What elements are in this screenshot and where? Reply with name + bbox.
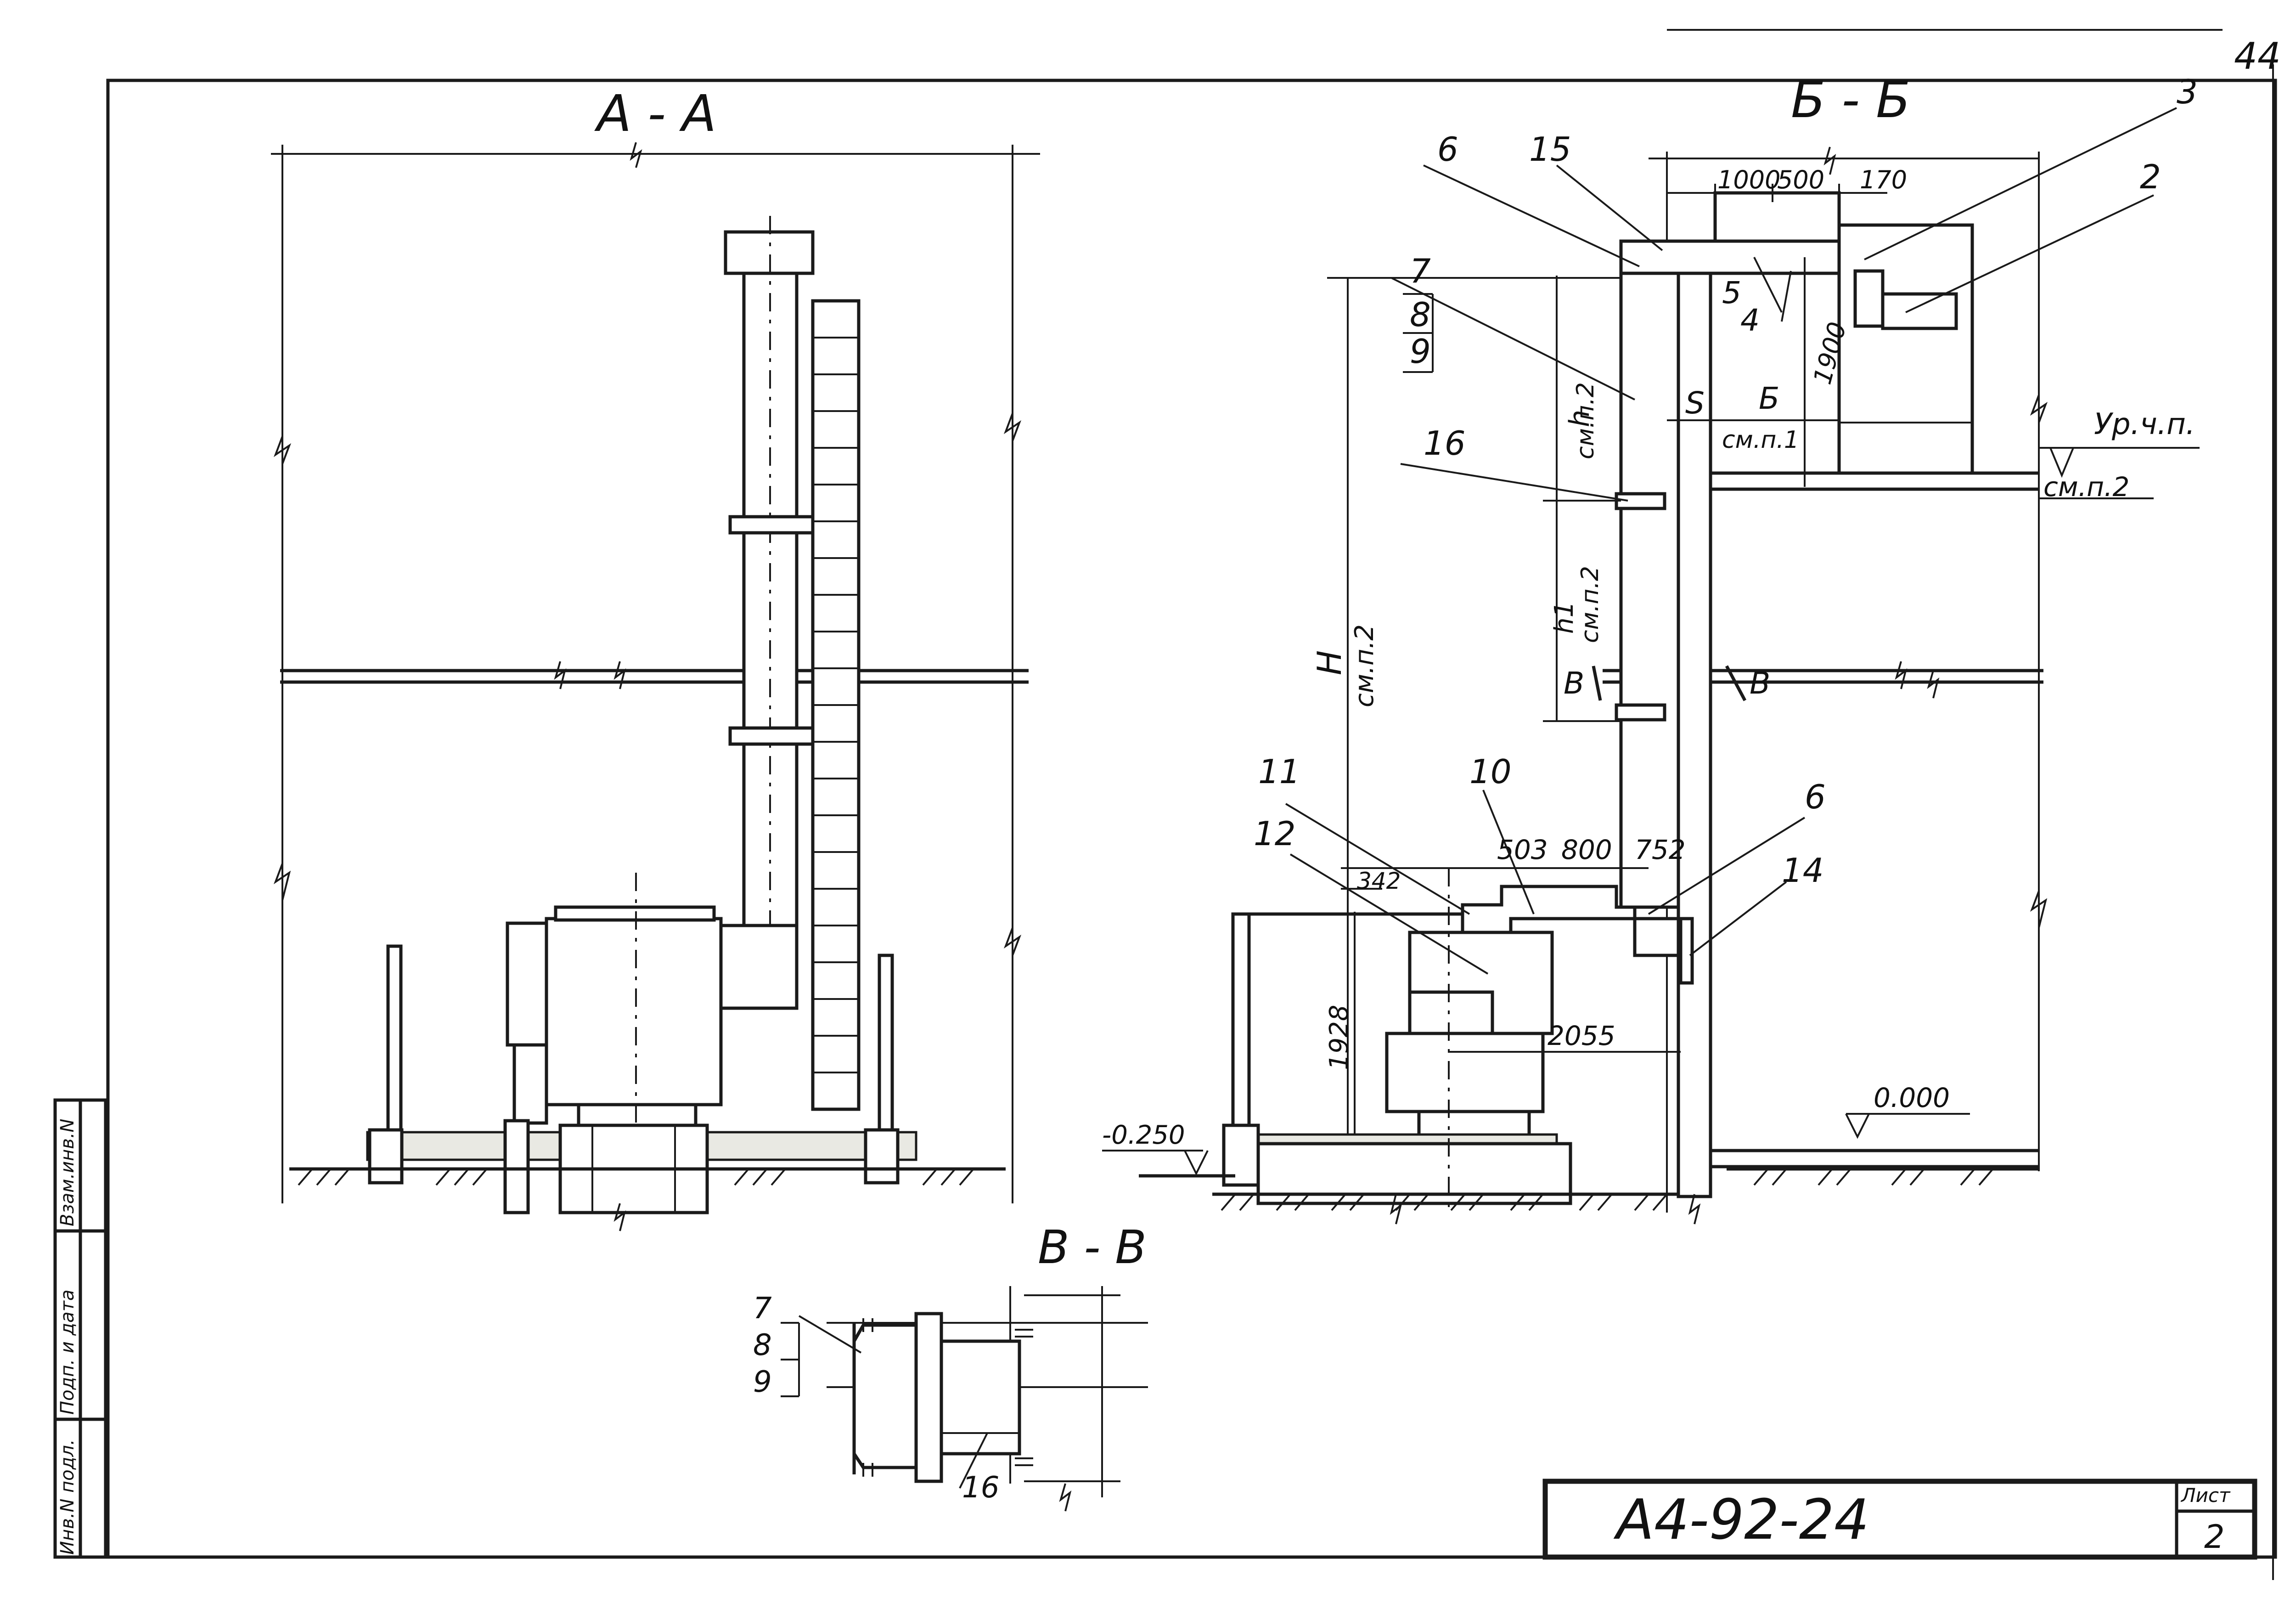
section-bb-title: Б - Б — [1791, 70, 1911, 129]
dim-S: S — [1685, 385, 1705, 421]
dim-B-ref: см.п.1 — [1722, 426, 1799, 454]
callout-2: 2 — [2140, 158, 2161, 196]
dim-h1: h1 — [1549, 601, 1579, 634]
dim-752: 752 — [1635, 834, 1686, 865]
callout-5: 5 — [1722, 275, 1741, 310]
stamp-signature-date: Подп. и дата — [57, 1290, 78, 1415]
dim-1928: 1928 — [1324, 1005, 1354, 1070]
section-vv-title: В - В — [1038, 1220, 1147, 1274]
callout-16: 16 — [1424, 424, 1466, 463]
callout-3: 3 — [2177, 73, 2198, 111]
callout-10: 10 — [1469, 752, 1512, 791]
callout-7: 7 — [1410, 252, 1431, 290]
cut-label-right: В — [1750, 666, 1770, 701]
vv-callout-7: 7 — [753, 1292, 772, 1326]
vv-callout-16: 16 — [962, 1471, 999, 1505]
callout-11: 11 — [1258, 752, 1300, 791]
vv-callout-8: 8 — [753, 1328, 772, 1362]
callout-9: 9 — [1410, 332, 1431, 371]
callout-12: 12 — [1254, 814, 1296, 853]
section-aa — [271, 142, 1040, 1231]
dim-h1-ref: см.п.2 — [1576, 566, 1604, 643]
dim-342: 342 — [1357, 868, 1401, 894]
dim-1000: 1000 — [1717, 165, 1780, 194]
sheet-number: 2 — [2204, 1518, 2225, 1556]
dim-2055: 2055 — [1548, 1020, 1615, 1051]
dim-H: H — [1310, 650, 1349, 675]
callout-6-bottom: 6 — [1805, 778, 1826, 816]
level-ref: см.п.2 — [2043, 471, 2129, 502]
stamp-replaced-inv: Взам.инв.N — [57, 1119, 78, 1226]
vv-callout-9: 9 — [753, 1365, 772, 1399]
title-block — [1542, 1479, 2257, 1560]
sheet-frame — [106, 29, 2277, 1580]
dim-500: 500 — [1777, 165, 1824, 194]
side-stamp: Инв.N подл. Подп. и дата Взам.инв.N — [53, 1098, 107, 1559]
dim-800: 800 — [1561, 834, 1612, 865]
level-label: Ур.ч.п. — [2094, 407, 2195, 441]
dim-H-ref: см.п.2 — [1350, 624, 1379, 707]
section-bb — [1102, 107, 2200, 1225]
callout-8: 8 — [1410, 295, 1431, 334]
dim-h-ref: см.п.2 — [1572, 382, 1599, 459]
callout-6-top: 6 — [1437, 130, 1458, 169]
dim-B: Б — [1759, 381, 1779, 416]
cut-label-left: В — [1564, 666, 1584, 701]
dim-503: 503 — [1497, 834, 1548, 865]
section-aa-title: А - А — [594, 84, 716, 143]
callout-15: 15 — [1529, 130, 1571, 169]
elev-minus: -0.250 — [1102, 1120, 1185, 1150]
dim-h: h — [1564, 410, 1596, 427]
stamp-inv-original: Инв.N подл. — [57, 1439, 78, 1555]
callout-14: 14 — [1782, 851, 1824, 890]
dim-170: 170 — [1860, 165, 1907, 194]
elev-zero: 0.000 — [1874, 1082, 1950, 1113]
page-number: 44 — [2234, 35, 2281, 78]
section-vv — [781, 1286, 1148, 1512]
sheet-label: Лист — [2180, 1484, 2231, 1507]
callout-4: 4 — [1740, 303, 1760, 338]
document-code: А4-92-24 — [1613, 1488, 1869, 1552]
